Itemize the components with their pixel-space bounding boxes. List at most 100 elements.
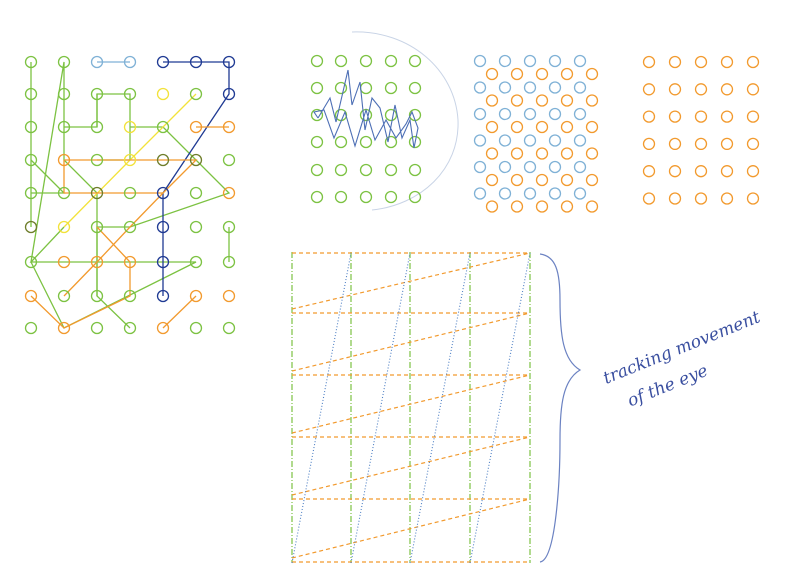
orange-dot-grid xyxy=(642,55,760,205)
dot xyxy=(222,321,236,335)
orange-dot xyxy=(535,147,549,160)
blue-dot xyxy=(473,160,487,174)
dot xyxy=(222,153,236,167)
green-dot xyxy=(359,54,373,68)
orange-dot xyxy=(668,55,682,69)
orange-dot xyxy=(535,173,549,187)
green-dot xyxy=(359,81,373,95)
dot xyxy=(123,289,137,303)
orange-path-line xyxy=(162,295,197,329)
dot xyxy=(222,186,236,200)
dot xyxy=(24,321,38,335)
orange-dot xyxy=(668,110,682,123)
dot xyxy=(90,289,104,303)
blue-orange-offset-grid xyxy=(473,54,599,213)
dot xyxy=(189,255,203,269)
dot xyxy=(156,321,170,335)
orange-dot xyxy=(585,147,599,160)
handwritten-annotation: tracking movement of the eye xyxy=(600,307,763,411)
blue-dotted-diagonal xyxy=(291,252,352,564)
orange-dot xyxy=(642,83,656,96)
blue-dot xyxy=(523,134,537,147)
green-dot xyxy=(359,190,373,204)
green-dot xyxy=(408,135,422,149)
green-dot xyxy=(384,190,398,204)
orange-dot xyxy=(668,192,682,205)
orange-dot xyxy=(746,165,760,178)
orange-dot xyxy=(642,165,656,178)
dot xyxy=(189,321,203,335)
orange-dot xyxy=(535,94,549,107)
orange-dot xyxy=(510,67,524,81)
blue-scribble-line xyxy=(313,69,419,149)
blue-dot xyxy=(498,160,512,174)
green-path-line xyxy=(30,261,197,329)
dot xyxy=(57,87,71,101)
orange-dot xyxy=(485,200,499,213)
blue-dotted-diagonal xyxy=(350,252,411,564)
dot xyxy=(24,220,38,234)
green-dot-grid xyxy=(310,54,422,204)
orange-diagonal-line xyxy=(291,498,531,559)
blue-dot xyxy=(548,54,562,68)
dot xyxy=(156,87,170,101)
blue-dot xyxy=(498,134,512,147)
dot xyxy=(57,321,71,335)
orange-dot xyxy=(485,147,499,160)
green-dot xyxy=(310,163,324,177)
green-dot xyxy=(310,135,324,149)
blue-dot xyxy=(573,134,587,147)
orange-dot xyxy=(720,192,734,205)
dot xyxy=(123,87,137,101)
green-dot xyxy=(408,163,422,177)
orange-dot xyxy=(642,55,656,69)
dot xyxy=(90,153,104,167)
orange-diagonal-line xyxy=(291,436,531,496)
orange-dot xyxy=(746,55,760,69)
dot xyxy=(123,55,137,69)
dot xyxy=(156,153,170,167)
dot xyxy=(24,120,38,134)
blue-dot xyxy=(473,187,487,200)
dot xyxy=(156,220,170,234)
dot xyxy=(57,153,71,167)
orange-dot xyxy=(485,67,499,81)
dot xyxy=(123,321,137,335)
green-dot xyxy=(384,135,398,149)
blue-dot xyxy=(523,81,537,94)
green-dot xyxy=(408,81,422,95)
orange-dot xyxy=(510,94,524,107)
orange-path-line xyxy=(63,160,163,194)
dot xyxy=(189,220,203,234)
dot xyxy=(57,120,71,134)
green-dot xyxy=(384,54,398,68)
orange-dot xyxy=(510,173,524,187)
dot xyxy=(189,153,203,167)
blue-dot xyxy=(498,54,512,68)
blue-dot xyxy=(473,54,487,68)
curly-brace xyxy=(539,253,582,563)
green-dot xyxy=(334,54,348,68)
dot xyxy=(222,87,236,101)
dot xyxy=(222,55,236,69)
green-dot xyxy=(310,54,324,68)
orange-dot xyxy=(560,173,574,187)
orange-dot xyxy=(720,165,734,178)
orange-dot xyxy=(560,120,574,134)
green-dot xyxy=(334,163,348,177)
orange-dot xyxy=(720,55,734,69)
orange-dot xyxy=(535,200,549,213)
orange-dot xyxy=(694,137,708,151)
orange-dot xyxy=(510,120,524,134)
connecting-lines xyxy=(29,61,231,329)
orange-dot xyxy=(642,137,656,151)
orange-diagonal-line xyxy=(291,312,531,372)
green-dot xyxy=(334,190,348,204)
blue-dot xyxy=(573,187,587,200)
orange-diagonal-line xyxy=(291,374,531,434)
orange-dot xyxy=(694,165,708,178)
green-dot xyxy=(408,54,422,68)
dot xyxy=(90,87,104,101)
dot xyxy=(90,220,104,234)
